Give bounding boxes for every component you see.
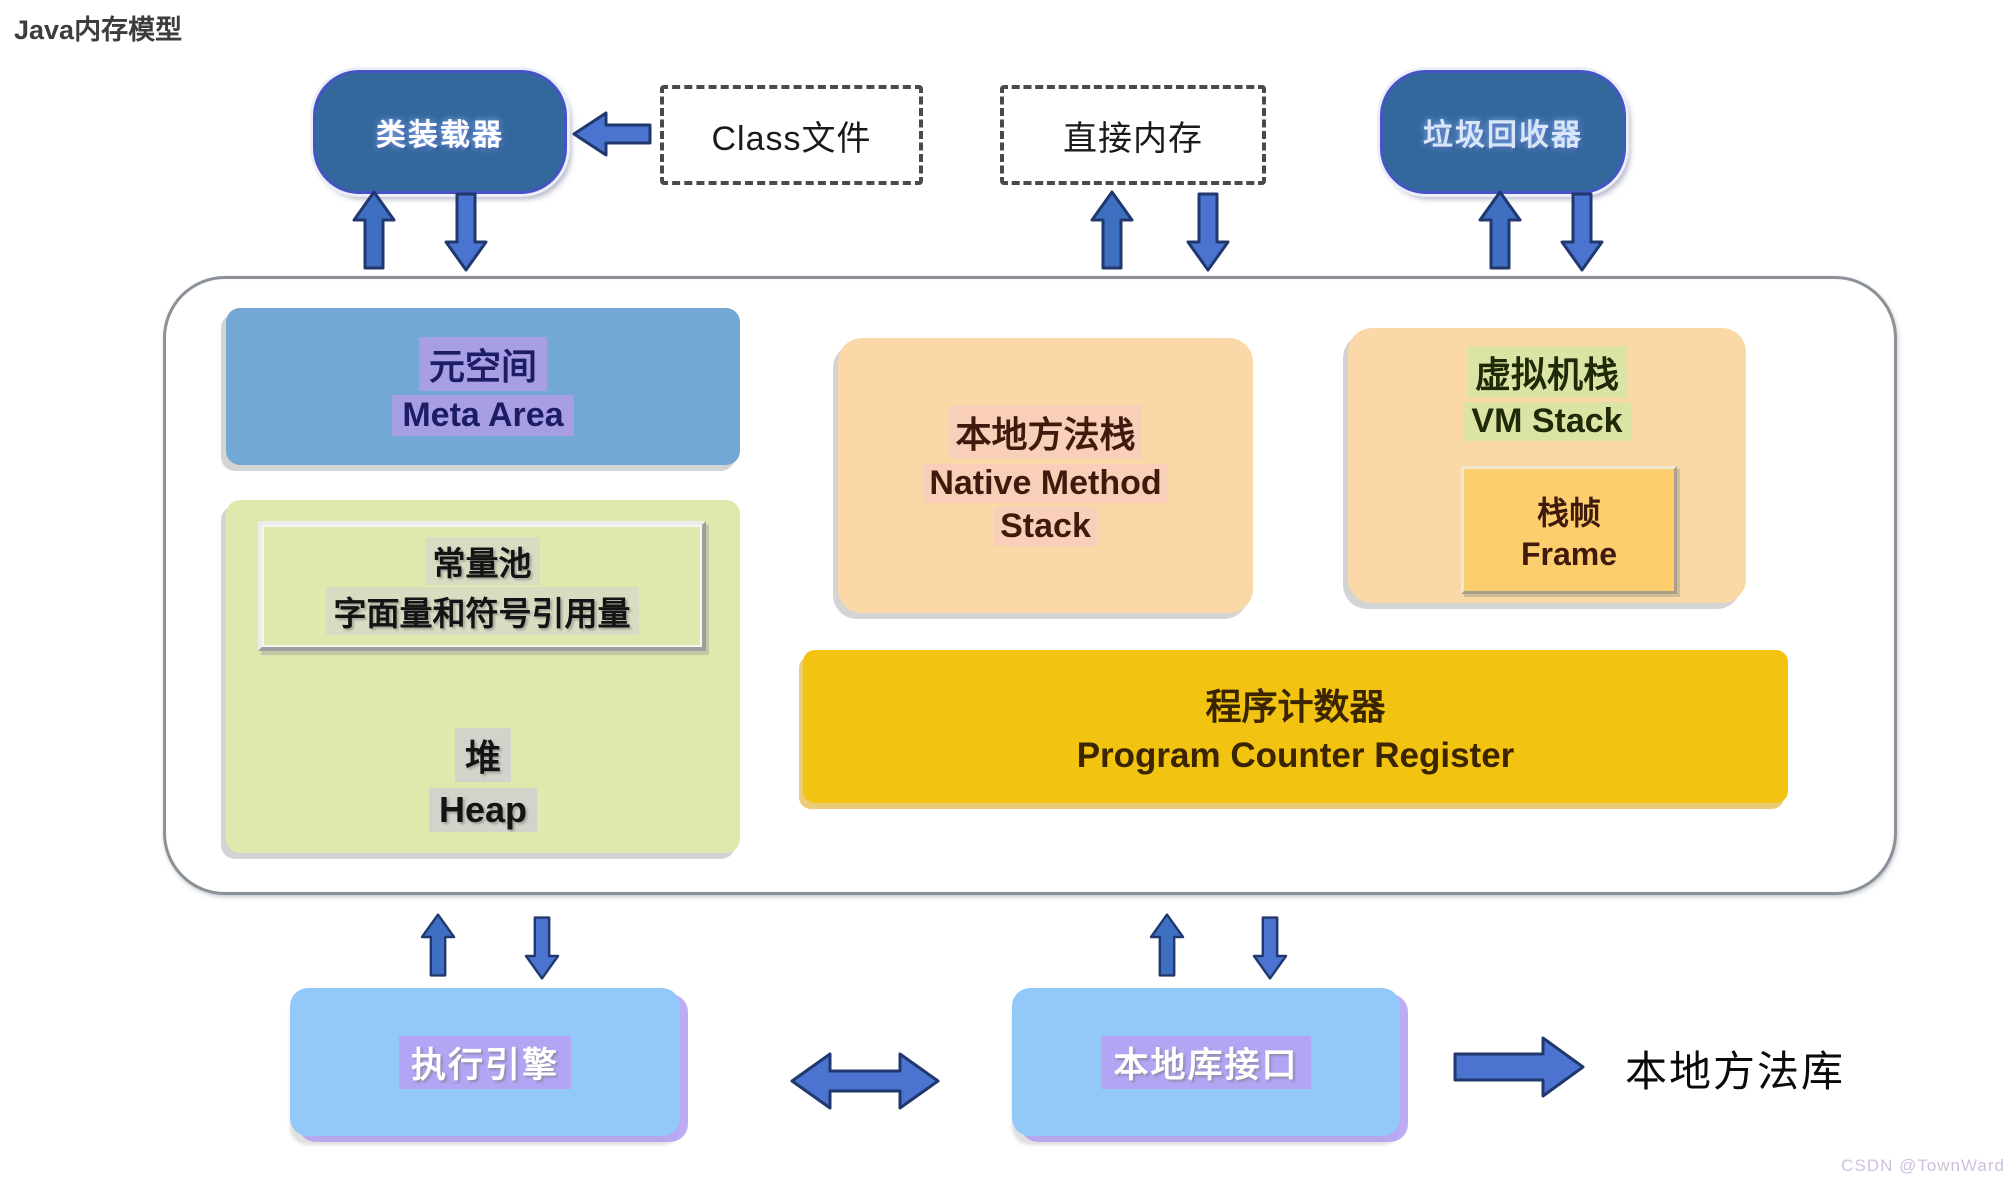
arrow-down-icon [1252, 916, 1288, 980]
constant-pool-sub-label: 字面量和符号引用量 [325, 587, 639, 635]
arrow-down-icon [524, 916, 560, 980]
native-library-label: 本地方法库 [1625, 1048, 1846, 1095]
page-title: Java内存模型 [14, 15, 183, 45]
program-counter-register-block: 程序计数器 Program Counter Register [803, 650, 1788, 803]
constant-pool-label: 常量池 [424, 537, 540, 585]
direct-memory-label: 直接内存 [1063, 119, 1203, 158]
frame-label-zh: 栈帧 [1536, 494, 1601, 531]
native-interface-block: 本地库接口 [1012, 988, 1400, 1136]
constant-pool-box: 常量池 字面量和符号引用量 [258, 521, 706, 651]
arrow-up-icon [352, 190, 396, 270]
garbage-collector-node: 垃圾回收器 [1380, 70, 1626, 194]
garbage-collector-label: 垃圾回收器 [1423, 119, 1583, 152]
class-loader-node: 类装载器 [313, 70, 567, 194]
watermark: CSDN @TownWard [1841, 1156, 2005, 1175]
heap-block: 常量池 字面量和符号引用量 堆 Heap [226, 500, 740, 853]
runtime-data-area: 元空间 Meta Area 常量池 字面量和符号引用量 堆 Heap 本地方法栈… [163, 276, 1897, 895]
arrow-up-icon [1149, 913, 1185, 977]
heap-label-group: 堆 Heap [226, 728, 740, 832]
native-interface-label: 本地库接口 [1101, 1035, 1311, 1089]
native-stack-label-zh: 本地方法栈 [949, 405, 1142, 458]
class-file-label: Class文件 [711, 119, 872, 158]
pcr-label-zh: 程序计数器 [1205, 685, 1386, 727]
execution-engine-block: 执行引擎 [290, 988, 680, 1136]
frame-label-en: Frame [1520, 535, 1618, 572]
meta-area-label-en: Meta Area [392, 395, 574, 436]
class-loader-label: 类装载器 [376, 119, 504, 152]
arrow-down-icon [444, 192, 488, 272]
pcr-label-en: Program Counter Register [1076, 735, 1515, 775]
arrow-up-icon [1478, 190, 1522, 270]
vm-stack-label-en: VM Stack [1463, 402, 1631, 441]
native-method-stack-block: 本地方法栈 Native Method Stack [838, 338, 1253, 613]
execution-engine-label: 执行引擎 [398, 1035, 571, 1089]
meta-area-block: 元空间 Meta Area [226, 308, 740, 465]
arrow-left-icon [572, 111, 652, 157]
heap-label-zh: 堆 [454, 728, 511, 782]
meta-area-label-zh: 元空间 [418, 337, 547, 391]
arrow-down-icon [1186, 192, 1230, 272]
arrow-right-icon [1453, 1036, 1585, 1098]
arrow-double-horizontal-icon [790, 1052, 940, 1110]
arrow-up-icon [1090, 190, 1134, 270]
frame-box: 栈帧 Frame [1461, 466, 1677, 594]
vm-stack-label-group: 虚拟机栈 VM Stack [1348, 346, 1746, 441]
vm-stack-label-zh: 虚拟机栈 [1466, 346, 1627, 398]
vm-stack-block: 虚拟机栈 VM Stack 栈帧 Frame [1348, 328, 1746, 603]
native-stack-label-en1: Native Method [923, 463, 1168, 503]
arrow-down-icon [1560, 192, 1604, 272]
class-file-node: Class文件 [660, 85, 923, 185]
arrow-up-icon [420, 913, 456, 977]
direct-memory-node: 直接内存 [1000, 85, 1266, 185]
native-stack-label-en2: Stack [994, 506, 1097, 546]
heap-label-en: Heap [428, 788, 538, 832]
